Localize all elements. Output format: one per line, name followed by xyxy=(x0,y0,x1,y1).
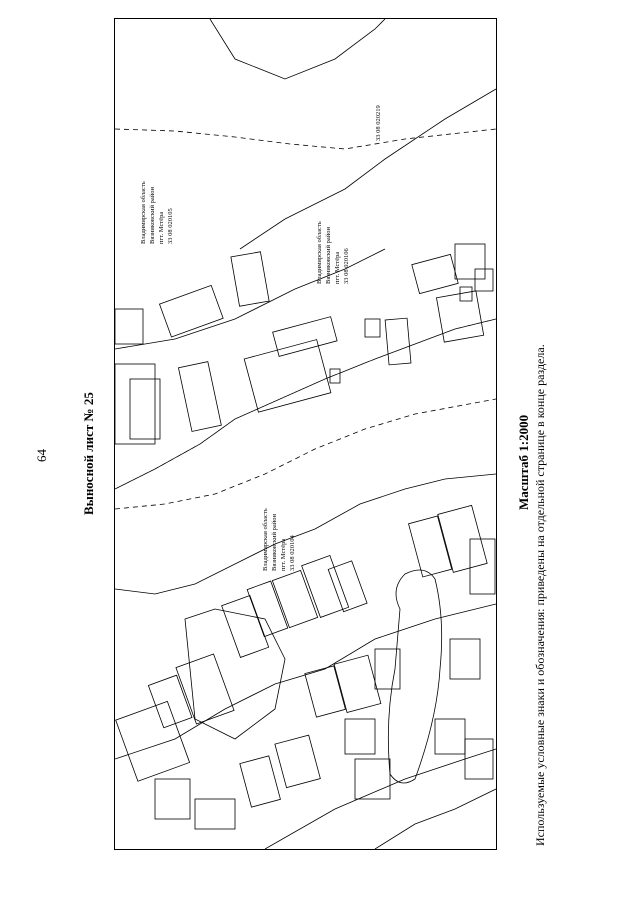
label-020106-line-4: 33 08 020106 xyxy=(343,248,350,285)
survey-line-upper xyxy=(115,318,496,490)
dashed-boundary-upper xyxy=(115,128,496,150)
label-020106-line-2: Вязниковский район xyxy=(325,227,332,284)
parcel-label-020219: 33 08 020219 xyxy=(375,105,382,141)
parcel-label-020105: Владимирская область Вязниковский район … xyxy=(140,181,174,244)
dashed-boundary-lower xyxy=(115,398,496,510)
bottom-road-2 xyxy=(374,788,496,849)
label-020104-line-3: пгт. Мстёра xyxy=(280,539,287,571)
road-boundary-lower xyxy=(115,603,496,760)
legend-note: Используемые условные знаки и обозначени… xyxy=(533,344,547,846)
cadastral-map: Владимирская область Вязниковский район … xyxy=(114,18,497,850)
parcel-label-020106: Владимирская область Вязниковский район … xyxy=(316,221,350,284)
label-020219-line-1: 33 08 020219 xyxy=(375,105,382,141)
irregular-parcel xyxy=(184,608,286,740)
large-parcel xyxy=(387,569,443,784)
top-zone-boundary xyxy=(209,19,386,80)
label-020105-line-3: пгт. Мстёра xyxy=(158,212,165,244)
label-020104-line-1: Владимирская область xyxy=(262,508,269,571)
label-020104-line-4: 33 08 020104 xyxy=(289,535,296,572)
survey-line-lower xyxy=(115,473,496,595)
parcel-boundary-line xyxy=(239,88,496,250)
label-020106-line-3: пгт. Мстёра xyxy=(334,252,341,284)
parcel-label-020104: Владимирская область Вязниковский район … xyxy=(262,508,296,571)
sheet-title: Выносной лист № 25 xyxy=(81,392,96,515)
road-boundary-upper xyxy=(115,248,386,350)
label-020104-line-2: Вязниковский район xyxy=(271,514,278,571)
label-020105-line-4: 33 08 020105 xyxy=(167,208,174,244)
page-number: 64 xyxy=(34,449,49,462)
scale-label: Масштаб 1:2000 xyxy=(516,414,531,510)
label-020106-line-1: Владимирская область xyxy=(316,221,323,284)
bottom-road-1 xyxy=(264,748,496,849)
label-020105-line-2: Вязниковский район xyxy=(149,187,156,244)
label-020105-line-1: Владимирская область xyxy=(140,181,147,244)
